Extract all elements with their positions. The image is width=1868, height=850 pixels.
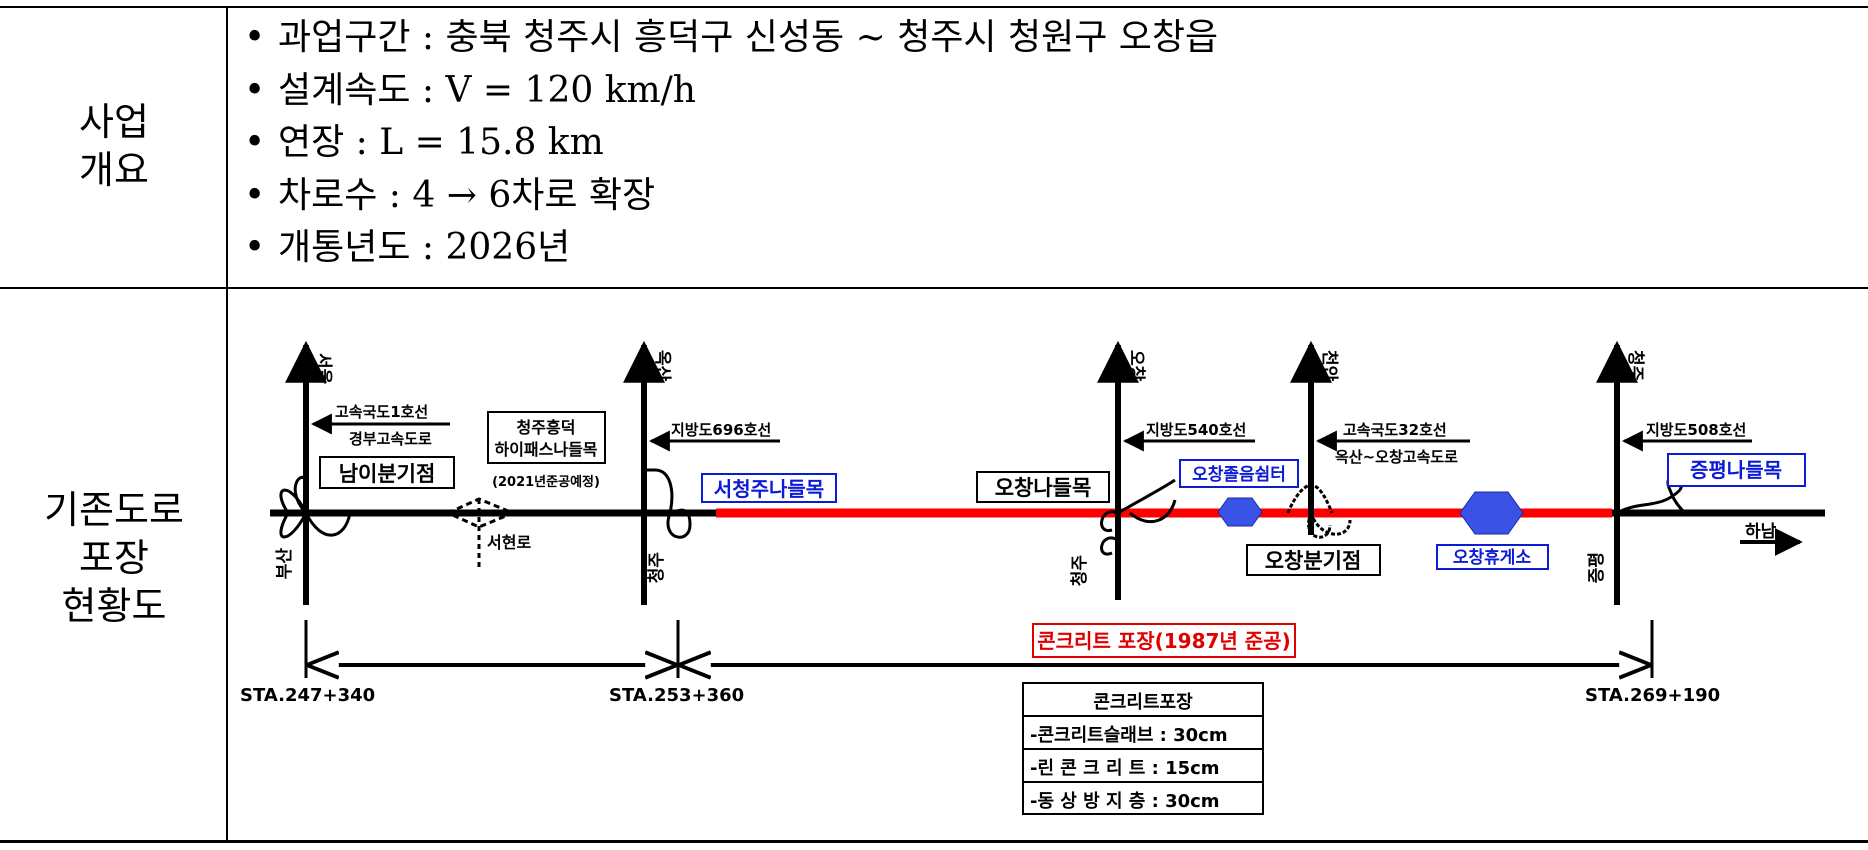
road-local508: 지방도508호선 [1646,421,1746,439]
node-ochang-jct: 오창분기점 [1265,549,1362,573]
overview-label-line: 개요 [79,148,149,192]
road-gyeongbu-1: 고속국도1호선 [335,403,428,421]
spec-table-row: -콘크리트슬래브 : 30cm [1030,725,1228,746]
nami-interchange-loop [279,488,352,539]
bullet-text: 개통년도 : 2026년 [278,227,571,268]
bullet-text: 차로수 : 4 → 6차로 확장 [278,174,656,216]
hipass-box [487,411,606,464]
ochang-rest-small-box [1179,459,1299,488]
nami-interchange-loop [293,475,308,515]
node-seocheongju: 서청주나들목 [714,477,824,501]
list-item: •과업구간 : 충북 청주시 흥덕구 신성동 ~ 청주시 청원구 오창읍 [244,17,1219,58]
node-ochang-ic: 오창나들목 [995,476,1092,500]
bullet-text: 설계속도 : V = 120 km/h [278,69,696,111]
status-label-line: 현황도 [61,584,167,628]
seocheongju-ramp [644,468,692,539]
node-nami: 남이분기점 [339,462,436,486]
ochang-jct-ramp [1286,483,1352,539]
list-item: •연장 : L = 15.8 km [244,122,604,163]
overview-bullet-list: •과업구간 : 충북 청주시 흥덕구 신성동 ~ 청주시 청원구 오창읍 •설계… [244,12,1218,275]
ochang-ic-box [976,471,1110,503]
table-bottom-border [0,840,1868,843]
direction-busan: 부산 [275,548,295,580]
node-hipass-2: 하이패스나들목 [494,440,597,459]
road-exp32-1: 고속국도32호선 [1343,421,1447,439]
direction-cheonan: 천안 [1319,350,1339,382]
bullet-text: 과업구간 : 충북 청주시 흥덕구 신성동 ~ 청주시 청원구 오창읍 [278,17,1219,58]
list-item: •차로수 : 4 → 6차로 확장 [244,174,656,216]
overview-label-line: 사업 [79,100,149,144]
node-jeungpyeong-ic: 증평나들목 [1690,458,1782,482]
direction-jeungpyeong: 증평 [1587,552,1607,583]
spec-table-row: -동 상 방 지 층 : 30cm [1030,791,1220,812]
ochang-rest-box [1436,544,1549,570]
direction-cheongju-1: 청주 [646,552,667,584]
spec-table-title: 콘크리트포장 [1093,692,1193,713]
direction-seoul: 서울 [313,353,333,385]
road-local540: 지방도540호선 [1146,421,1246,439]
station-label: STA.247+340 [240,685,375,706]
node-hipass-3: (2021년준공예정) [492,474,600,490]
road-pavement-diagram: 하남 서울 부산 고속국도1호선 경부고속도로 남이분기점 청주흥덕 하이패스나… [240,340,1825,815]
ochang-jct-box [1246,544,1381,576]
table-row-divider [0,287,1868,289]
direction-cheongju-3: 청주 [1625,350,1646,382]
road-local696: 지방도696호선 [671,421,771,439]
station-label: STA.269+190 [1585,685,1720,706]
jeungpyeong-ic-box [1667,453,1806,487]
road-seohyeon: 서현로 [487,533,531,552]
road-exp32-2: 옥산~오창고속도로 [1335,448,1458,466]
bullet-text: 연장 : L = 15.8 km [278,122,604,163]
list-item: •설계속도 : V = 120 km/h [244,69,696,111]
direction-hanam: 하남 [1745,522,1777,542]
station-label: STA.253+360 [609,685,744,706]
road-gyeongbu-2: 경부고속도로 [349,430,432,448]
list-item: •개통년도 : 2026년 [244,227,571,268]
nami-jct-box [319,456,455,489]
table-top-border [0,6,1868,8]
direction-ochang: 오창 [1126,350,1146,382]
rest-small-hexagon [1217,497,1263,527]
overview-label: 사업 개요 [0,98,228,194]
spec-table-row: -린 콘 크 리 트 : 15cm [1030,758,1220,779]
hipass-diamond [444,497,517,529]
node-ochang-rest-small: 오창졸음쉼터 [1192,465,1286,485]
node-ochang-rest: 오창휴게소 [1453,547,1532,568]
node-hipass-1: 청주흥덕 [517,418,576,437]
table-column-divider [226,6,228,842]
pavement-note: 콘크리트 포장(1987년 준공) [1037,629,1290,653]
rest-area-hexagon [1459,491,1524,535]
status-label-line: 기존도로 [44,488,184,532]
seocheongju-box [701,473,837,503]
status-label: 기존도로 포장 현황도 [0,486,228,630]
status-label-line: 포장 [79,536,149,580]
ochang-cloverleaf [1100,478,1177,556]
direction-cheongju-2: 청주 [1069,555,1090,587]
direction-oksan: 옥산 [652,350,672,382]
